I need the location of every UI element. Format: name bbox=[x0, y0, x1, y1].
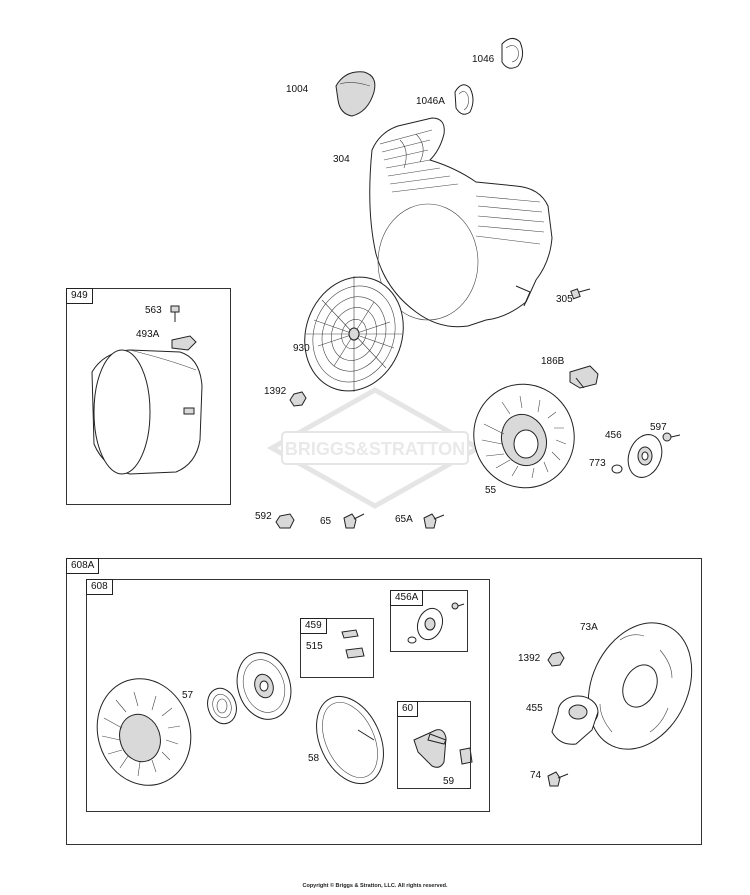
part-592-nut bbox=[275, 513, 295, 529]
part-label-563[interactable]: 563 bbox=[145, 305, 162, 316]
group-tag-608A: 608A bbox=[66, 558, 100, 574]
part-515-pawls bbox=[341, 629, 365, 659]
part-label-65[interactable]: 65 bbox=[320, 516, 332, 527]
part-493A-clip bbox=[171, 335, 197, 351]
part-304-blower-housing bbox=[369, 117, 553, 328]
part-456-pulley bbox=[627, 434, 663, 478]
part-930-screen bbox=[304, 276, 404, 392]
part-label-58[interactable]: 58 bbox=[308, 753, 320, 764]
part-455-cup bbox=[551, 695, 599, 745]
part-305-bolt bbox=[570, 288, 591, 300]
part-949-cover bbox=[91, 349, 203, 475]
part-59-insert bbox=[459, 747, 473, 765]
watermark-logo: BRIGGS&STRATTON bbox=[266, 387, 484, 509]
part-label-55[interactable]: 55 bbox=[485, 485, 497, 496]
part-label-65A[interactable]: 65A bbox=[395, 514, 413, 525]
part-60-handle bbox=[413, 729, 447, 768]
part-1046A-shape bbox=[454, 84, 474, 115]
part-1004-shape bbox=[335, 71, 376, 117]
group-tag-949: 949 bbox=[66, 288, 93, 304]
group-tag-60: 60 bbox=[397, 701, 419, 717]
part-label-597[interactable]: 597 bbox=[650, 422, 667, 433]
group-456A-box bbox=[390, 590, 468, 652]
part-597-screw bbox=[662, 432, 681, 442]
part-55-rewind-starter bbox=[473, 383, 575, 489]
part-label-74[interactable]: 74 bbox=[530, 770, 542, 781]
part-65-bolt bbox=[343, 513, 365, 529]
part-58-rope bbox=[316, 695, 384, 785]
part-label-592[interactable]: 592 bbox=[255, 511, 272, 522]
part-label-930[interactable]: 930 bbox=[293, 343, 310, 354]
part-label-1046[interactable]: 1046 bbox=[472, 54, 495, 65]
part-608-housing bbox=[96, 678, 192, 786]
part-456A-pulley bbox=[407, 602, 465, 644]
part-label-304[interactable]: 304 bbox=[333, 154, 350, 165]
group-459-box bbox=[300, 618, 374, 678]
part-57-spring bbox=[207, 687, 237, 725]
group-608-box bbox=[86, 579, 490, 812]
group-tag-459: 459 bbox=[300, 618, 327, 634]
group-60-box bbox=[397, 701, 471, 789]
part-608-pulley bbox=[236, 652, 292, 720]
part-label-493A[interactable]: 493A bbox=[136, 329, 160, 340]
part-label-186B[interactable]: 186B bbox=[541, 356, 565, 367]
part-label-456[interactable]: 456 bbox=[605, 430, 622, 441]
group-608A-box bbox=[66, 558, 702, 845]
part-label-1004[interactable]: 1004 bbox=[286, 84, 309, 95]
part-74-bolt bbox=[547, 771, 569, 787]
part-1392-nut-lower bbox=[547, 651, 565, 667]
part-label-73A[interactable]: 73A bbox=[580, 622, 598, 633]
part-73A-guard bbox=[587, 622, 693, 750]
group-tag-456A: 456A bbox=[390, 590, 424, 606]
part-label-455[interactable]: 455 bbox=[526, 703, 543, 714]
part-65A-bolt bbox=[423, 513, 445, 529]
part-label-305[interactable]: 305 bbox=[556, 294, 573, 305]
group-949-box bbox=[66, 288, 231, 505]
part-label-57[interactable]: 57 bbox=[182, 690, 194, 701]
part-label-59[interactable]: 59 bbox=[443, 776, 455, 787]
part-label-773[interactable]: 773 bbox=[589, 458, 606, 469]
part-label-1046A[interactable]: 1046A bbox=[416, 96, 445, 107]
part-1046-shape bbox=[501, 38, 524, 69]
part-186B-bracket bbox=[569, 365, 599, 389]
part-label-1392[interactable]: 1392 bbox=[264, 386, 287, 397]
watermark-text: BRIGGS&STRATTON bbox=[285, 439, 465, 459]
part-1392-nut bbox=[289, 391, 307, 407]
part-563-screw bbox=[170, 305, 180, 322]
copyright-notice: Copyright © Briggs & Stratton, LLC. All … bbox=[302, 883, 448, 889]
part-773-washer bbox=[611, 464, 623, 474]
group-tag-608: 608 bbox=[86, 579, 113, 595]
part-label-515[interactable]: 515 bbox=[306, 641, 323, 652]
part-label-1392-lower[interactable]: 1392 bbox=[518, 653, 541, 664]
